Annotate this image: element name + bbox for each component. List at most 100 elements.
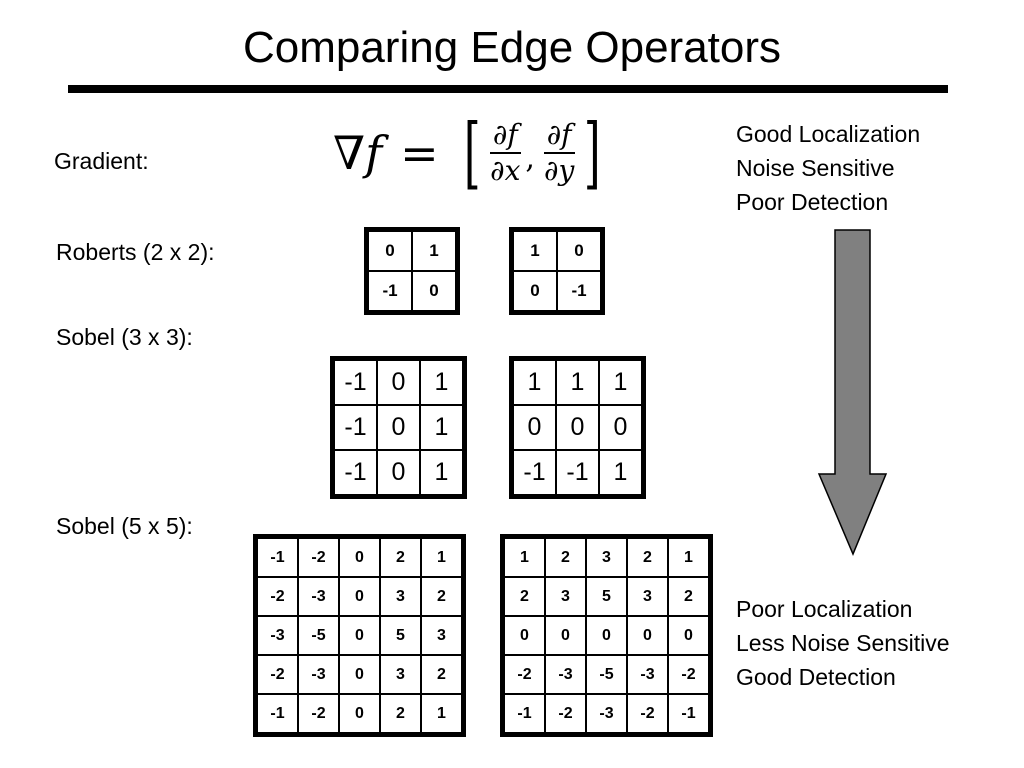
kernel-cell: -5: [297, 615, 340, 656]
kernel-cell: 2: [379, 693, 422, 734]
kernel-cell: 1: [420, 537, 463, 578]
slide-title: Comparing Edge Operators: [242, 23, 782, 72]
kernel-cell: 1: [555, 359, 600, 406]
kernel-cell: -5: [585, 654, 628, 695]
nabla-symbol: ∇: [333, 126, 366, 180]
kernel-cell: -2: [256, 654, 299, 695]
gradient-label: Gradient:: [54, 148, 149, 174]
notes-bottom: Poor Localization Less Noise Sensitive G…: [736, 592, 950, 694]
formula-f: f: [365, 126, 383, 180]
kernel-cell: 0: [376, 359, 421, 406]
kernel-cell: -3: [256, 615, 299, 656]
kernel-cell: 0: [338, 537, 381, 578]
kernel-cell: 1: [411, 230, 457, 272]
fraction-numerator: ∂f: [543, 120, 575, 154]
kernel-row: -2-3-5-3-2: [503, 654, 710, 695]
kernel-cell: 1: [598, 449, 643, 496]
note-line: Good Localization: [736, 121, 921, 147]
kernel-cell: 0: [626, 615, 669, 656]
kernel-cell: 2: [626, 537, 669, 578]
close-bracket: ]: [584, 108, 601, 198]
kernel-cell: 0: [544, 615, 587, 656]
kernel-cell: 1: [512, 359, 557, 406]
kernel-cell: -3: [585, 693, 628, 734]
title-divider: [68, 85, 948, 93]
kernel-cell: 1: [512, 230, 558, 272]
kernel-cell: 3: [420, 615, 463, 656]
kernel-cell: -1: [333, 359, 378, 406]
kernel-cell: 0: [512, 404, 557, 451]
kernel-cell: -1: [556, 270, 602, 312]
note-line: Good Detection: [736, 664, 896, 690]
partial-y-fraction: ∂f ∂y: [541, 120, 577, 186]
kernel-cell: -3: [626, 654, 669, 695]
kernel-cell: 0: [411, 270, 457, 312]
kernel-cell: 0: [338, 693, 381, 734]
kernel-cell: 2: [420, 576, 463, 617]
kernel-cell: -1: [367, 270, 413, 312]
roberts-label: Roberts (2 x 2):: [56, 239, 215, 265]
kernel-cell: 1: [667, 537, 710, 578]
kernel-cell: 3: [379, 654, 422, 695]
kernel-cell: 2: [667, 576, 710, 617]
kernel-cell: 0: [667, 615, 710, 656]
note-line: Less Noise Sensitive: [736, 630, 950, 656]
kernel-cell: 3: [585, 537, 628, 578]
kernel-cell: 1: [419, 359, 464, 406]
kernel-cell: 1: [419, 404, 464, 451]
kernel-cell: 1: [420, 693, 463, 734]
sobel3-label: Sobel (3 x 3):: [56, 324, 193, 350]
kernel-row: 0-1: [512, 270, 602, 312]
kernel-cell: 0: [338, 576, 381, 617]
note-line: Poor Localization: [736, 596, 913, 622]
kernel-cell: -1: [503, 693, 546, 734]
kernel-cell: 0: [598, 404, 643, 451]
kernel-cell: 3: [379, 576, 422, 617]
kernel-cell: -3: [297, 576, 340, 617]
kernel-cell: 5: [585, 576, 628, 617]
kernel-cell: 0: [376, 404, 421, 451]
kernel-cell: -1: [333, 404, 378, 451]
kernel-cell: 3: [544, 576, 587, 617]
kernel-cell: 2: [503, 576, 546, 617]
kernel-cell: -2: [626, 693, 669, 734]
partial-x-fraction: ∂f ∂x: [487, 120, 523, 186]
kernel-cell: 0: [338, 615, 381, 656]
kernel-row: -1-2-3-2-1: [503, 693, 710, 734]
kernel-cell: -2: [297, 537, 340, 578]
kernel-cell: 1: [598, 359, 643, 406]
kernel-cell: -2: [667, 654, 710, 695]
formula-equals: =: [400, 126, 439, 180]
kernel-cell: -3: [544, 654, 587, 695]
kernel-cell: -1: [333, 449, 378, 496]
kernel-cell: -1: [256, 537, 299, 578]
kernel-cell: 0: [555, 404, 600, 451]
kernel-cell: -2: [503, 654, 546, 695]
kernel-cell: 2: [379, 537, 422, 578]
fraction-numerator: ∂f: [489, 120, 521, 154]
kernel-cell: 0: [367, 230, 413, 272]
kernel-cell: 1: [503, 537, 546, 578]
kernel-cell: 5: [379, 615, 422, 656]
notes-top: Good Localization Noise Sensitive Poor D…: [736, 117, 920, 219]
open-bracket: [: [463, 108, 481, 198]
note-line: Noise Sensitive: [736, 155, 895, 181]
kernel-cell: -3: [297, 654, 340, 695]
